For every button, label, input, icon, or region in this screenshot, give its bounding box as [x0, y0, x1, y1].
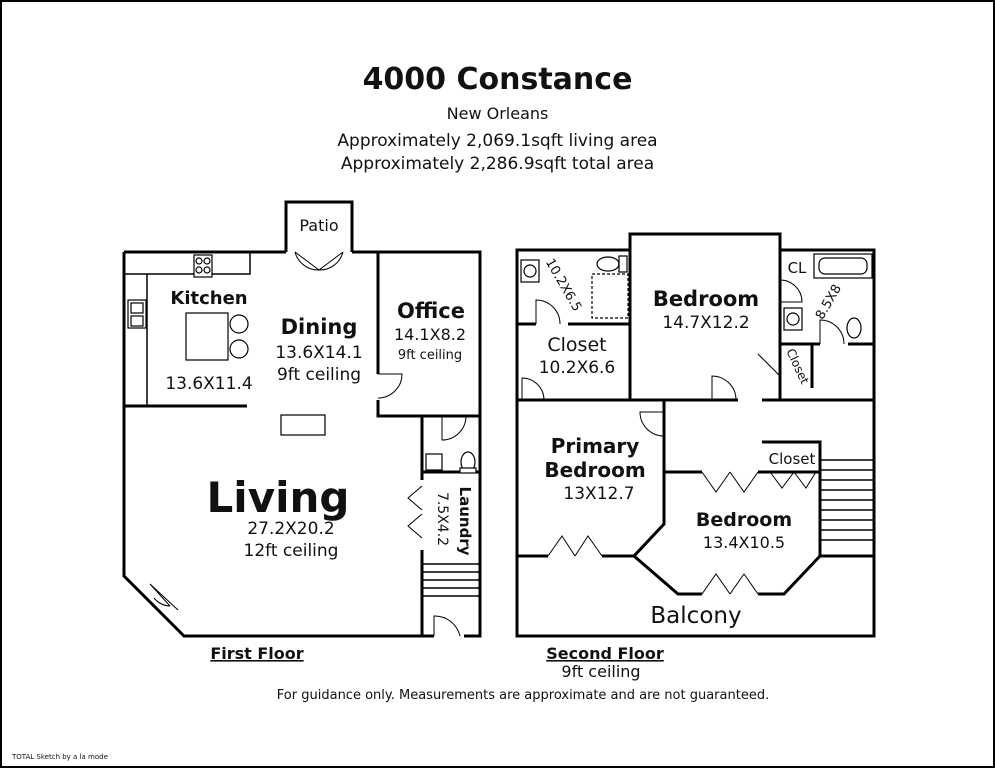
bedroom-mid-label: Bedroom	[696, 509, 792, 531]
second-floor-ceiling: 9ft ceiling	[561, 662, 640, 681]
bedroom-hall-door	[701, 471, 759, 493]
closet-small-door	[757, 353, 781, 377]
patio-door	[294, 251, 344, 271]
closet-door	[521, 377, 545, 401]
bath-door	[441, 415, 467, 441]
total-area-text: Approximately 2,286.9sqft total area	[340, 154, 655, 174]
closet-cl-door	[779, 279, 803, 303]
laundry-label: Laundry	[456, 487, 474, 556]
office-ceiling: 9ft ceiling	[398, 348, 462, 363]
bedroom-top-label: Bedroom	[653, 287, 759, 311]
bath1-door	[535, 299, 561, 325]
kitchen-size: 13.6X11.4	[165, 374, 252, 394]
bath1-fixtures-icon	[520, 255, 629, 319]
office-door	[377, 373, 403, 399]
bath2-size: 8.5X8	[813, 282, 845, 322]
stove-icon	[193, 254, 213, 278]
disclaimer-text: For guidance only. Measurements are appr…	[277, 688, 769, 703]
living-exterior-door	[149, 583, 179, 611]
front-door	[433, 615, 461, 637]
bath1-size: 10.2X6.5	[542, 256, 584, 314]
primary-balcony-door	[547, 535, 603, 557]
second-floor-stairs	[819, 459, 875, 557]
patio-wall	[284, 200, 354, 252]
bedroom-balcony-door	[701, 573, 759, 595]
closet-main-label: Closet	[547, 334, 606, 356]
bedroom-top-size: 14.7X12.2	[662, 313, 749, 333]
dining-ceiling: 9ft ceiling	[277, 365, 361, 385]
bedroom-mid-size: 13.4X10.5	[703, 533, 785, 552]
kitchen-label: Kitchen	[170, 288, 247, 309]
bedroom-top-door	[711, 375, 737, 401]
office-wall	[376, 252, 480, 418]
primary-size: 13X12.7	[563, 484, 634, 504]
kitchen-sink-icon	[127, 299, 147, 329]
fireplace-icon	[280, 414, 326, 436]
cl-label: CL	[788, 259, 807, 277]
dining-table-icon	[185, 312, 249, 361]
office-label: Office	[397, 299, 465, 323]
primary-bedroom-wall	[517, 400, 666, 558]
closet-mid-label: Closet	[769, 450, 816, 468]
balcony-label: Balcony	[650, 603, 741, 629]
right-bath-door	[819, 319, 845, 345]
laundry-door	[407, 485, 423, 539]
kitchen-counter	[124, 252, 251, 405]
primary-label-1: Primary	[551, 434, 640, 458]
dining-label: Dining	[281, 315, 358, 339]
primary-hall-door	[639, 411, 665, 437]
dining-size: 13.6X14.1	[275, 343, 362, 363]
living-area-text: Approximately 2,069.1sqft living area	[337, 131, 658, 151]
bath-fixtures-icon	[425, 451, 477, 474]
closet-main-size: 10.2X6.6	[539, 358, 616, 378]
property-city: New Orleans	[446, 104, 549, 123]
second-floor-plan: 10.2X6.5 Closet 10.2X6.6 Bedroom 14.7X12…	[515, 232, 876, 681]
patio-label: Patio	[299, 216, 338, 235]
first-floor-plan: Patio Kitchen 13.6X11.4 Dining 13.6X14.1…	[122, 200, 482, 663]
right-bath-wall	[778, 250, 874, 400]
first-floor-stairs	[421, 563, 481, 597]
property-title: 4000 Constance	[362, 62, 633, 97]
bath2-fixtures-icon	[783, 253, 873, 339]
second-floor-caption: Second Floor	[546, 644, 664, 663]
laundry-size: 7.5X4.2	[434, 492, 450, 546]
living-size: 27.2X20.2	[247, 519, 334, 539]
office-size: 14.1X8.2	[394, 325, 466, 344]
primary-label-2: Bedroom	[544, 458, 645, 482]
first-floor-outer-wall	[122, 250, 482, 638]
closet-small-label: Closet	[783, 346, 812, 386]
living-label: Living	[207, 473, 350, 522]
credit-text: TOTAL Sketch by a la mode	[11, 753, 108, 761]
first-floor-caption: First Floor	[210, 644, 303, 663]
living-ceiling: 12ft ceiling	[244, 541, 339, 561]
bedroom-closet-door	[769, 471, 817, 489]
